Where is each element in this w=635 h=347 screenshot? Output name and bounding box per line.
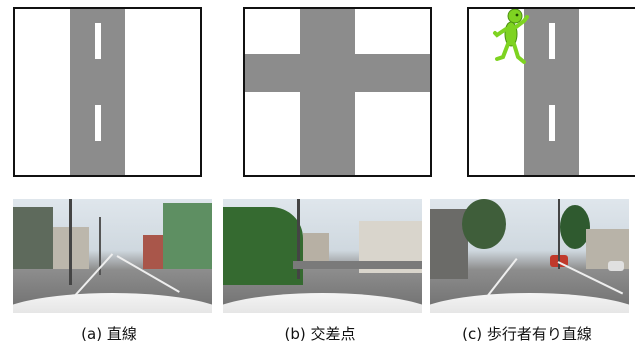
- car-hood: [13, 293, 212, 313]
- utility-pole: [558, 199, 560, 269]
- building: [430, 209, 468, 279]
- pedestrian-figure-icon: [493, 9, 529, 64]
- road-vertical: [300, 9, 355, 175]
- caption-straight: (a) 直線: [81, 325, 137, 343]
- dashcam-photo-straight: [13, 199, 212, 313]
- utility-pole: [297, 199, 300, 279]
- car-hood: [223, 293, 422, 313]
- lane-dash: [549, 23, 555, 59]
- car: [608, 261, 624, 271]
- lane-dash: [95, 23, 101, 59]
- building: [13, 207, 53, 269]
- diagram-straight-road-with-pedestrian: [467, 7, 635, 177]
- hedge: [223, 207, 303, 285]
- utility-pole: [99, 217, 101, 275]
- caption-pedestrian-straight: (c) 歩行者有り直線: [462, 325, 592, 343]
- caption-intersection: (b) 交差点: [284, 325, 356, 343]
- tree: [560, 205, 590, 249]
- building: [143, 235, 163, 269]
- tree: [462, 199, 506, 249]
- diagram-straight-road: [13, 7, 202, 177]
- car-hood: [430, 293, 629, 313]
- diagram-intersection: [243, 7, 432, 177]
- road-horizontal: [245, 54, 430, 92]
- building: [163, 203, 212, 269]
- lane-dash: [95, 105, 101, 141]
- utility-pole: [69, 199, 72, 285]
- dashcam-photo-intersection: [223, 199, 422, 313]
- lane-dash: [549, 105, 555, 141]
- building: [303, 233, 329, 263]
- crossroad: [293, 261, 422, 269]
- dashcam-photo-pedestrian-straight: [430, 199, 629, 313]
